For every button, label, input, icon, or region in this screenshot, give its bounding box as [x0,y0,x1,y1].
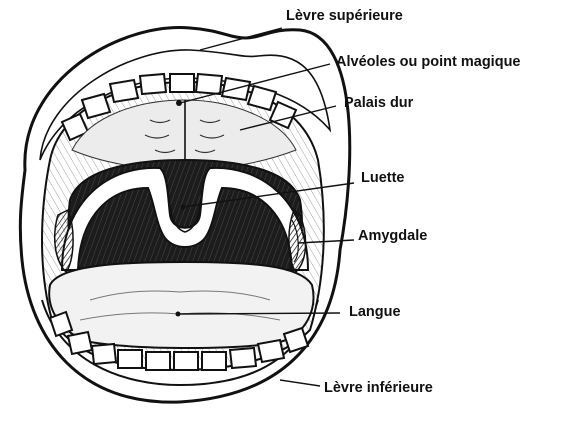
label-alveoli: Alvéoles ou point magique [336,54,521,70]
label-tongue: Langue [349,304,401,320]
leader-lower-lip [280,380,320,386]
throat [68,160,301,270]
leader-tongue [178,313,340,314]
label-lower-lip: Lèvre inférieure [324,380,433,396]
label-hard-palate: Palais dur [344,95,414,111]
label-upper-lip: Lèvre supérieure [286,8,403,24]
label-tonsil: Amygdale [358,228,427,244]
label-uvula: Luette [361,170,405,186]
